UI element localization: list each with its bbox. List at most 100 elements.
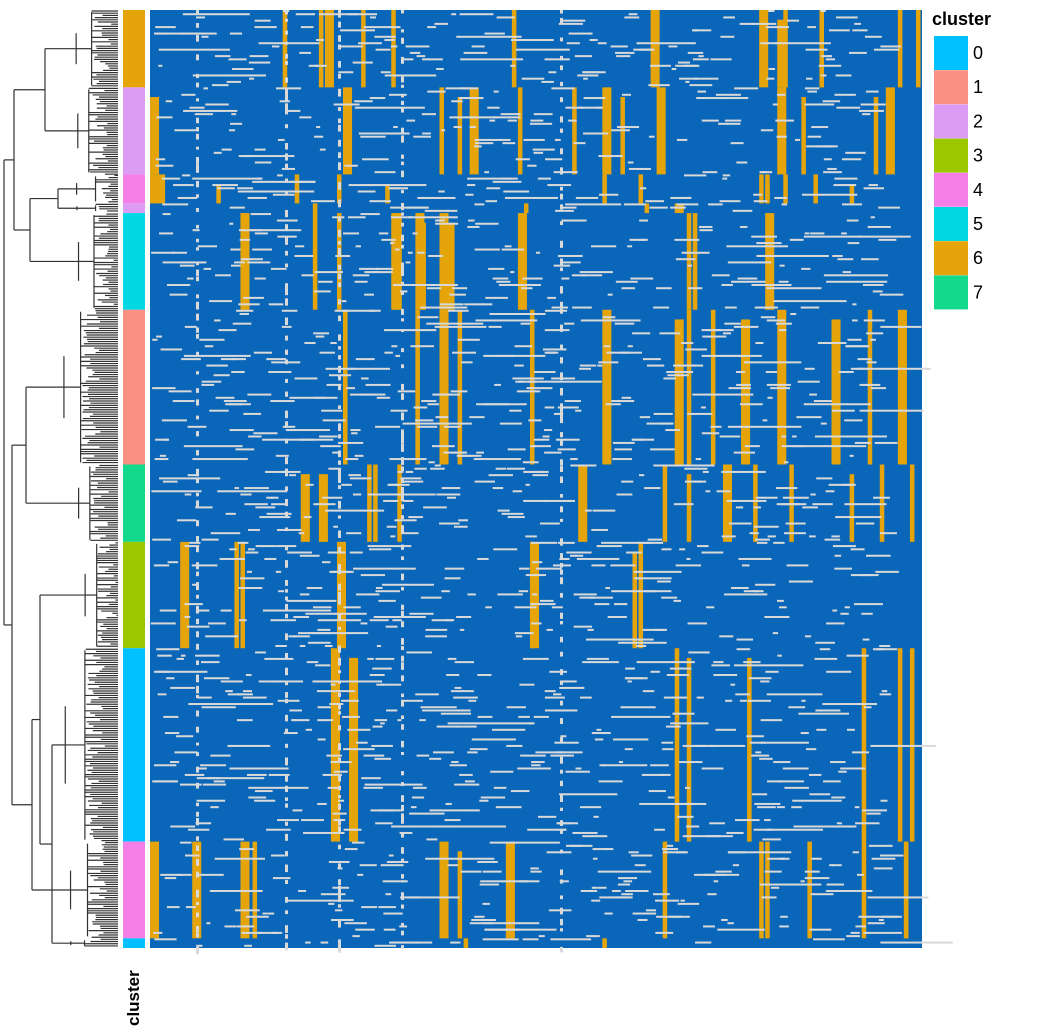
missing-cell (859, 409, 924, 412)
missing-cell (560, 267, 563, 272)
missing-cell (736, 638, 754, 641)
missing-cell (209, 409, 229, 412)
missing-cell (421, 113, 436, 116)
missing-cell (479, 883, 499, 886)
missing-cell (812, 503, 833, 506)
missing-cell (719, 435, 741, 438)
missing-cell (214, 857, 265, 860)
missing-cell (436, 68, 444, 71)
missing-cell (285, 190, 288, 195)
missing-cell (234, 487, 240, 490)
missing-cell (565, 106, 584, 109)
missing-cell (531, 622, 542, 625)
high-value-column-cell (909, 464, 915, 542)
missing-cell (666, 371, 694, 374)
missing-cell (447, 722, 473, 725)
missing-cell (373, 615, 426, 618)
missing-cell (523, 138, 545, 141)
missing-cell (568, 32, 590, 35)
missing-cell (218, 329, 237, 332)
missing-cell (201, 380, 222, 383)
missing-cell (206, 922, 211, 925)
missing-cell (842, 158, 862, 161)
missing-cell (586, 638, 654, 641)
missing-cell (533, 113, 553, 116)
missing-cell (264, 657, 294, 660)
missing-cell (826, 55, 833, 58)
missing-cell (474, 145, 482, 148)
missing-cell (749, 532, 759, 535)
missing-cell (338, 264, 341, 270)
missing-cell (325, 509, 385, 512)
missing-cell (451, 100, 463, 103)
missing-cell (369, 97, 386, 100)
missing-cell (213, 780, 225, 783)
missing-cell (623, 880, 633, 883)
missing-cell (196, 818, 199, 826)
missing-cell (243, 412, 262, 415)
missing-cell (201, 706, 236, 709)
legend-swatch-5 (934, 207, 968, 241)
missing-cell (554, 741, 579, 744)
missing-cell (702, 335, 727, 338)
missing-cell (879, 645, 891, 648)
missing-cell (518, 380, 537, 383)
missing-cell (724, 119, 742, 122)
missing-cell (880, 854, 904, 857)
missing-cell (330, 761, 352, 764)
missing-cell (495, 467, 507, 470)
missing-cell (196, 224, 199, 229)
missing-cell (559, 557, 570, 560)
missing-cell (369, 200, 391, 203)
missing-cell (530, 541, 557, 544)
missing-cell (452, 351, 477, 354)
high-value-column-cell (439, 841, 449, 939)
missing-cell (160, 348, 183, 351)
missing-cell (844, 503, 887, 506)
high-value-column-cell (885, 87, 895, 175)
missing-cell (845, 151, 866, 154)
missing-cell (677, 902, 700, 905)
missing-cell (701, 767, 724, 770)
missing-cell (394, 519, 417, 522)
missing-cell (866, 812, 881, 815)
missing-cell (386, 525, 397, 528)
missing-cell (493, 548, 518, 551)
missing-cell (441, 487, 461, 490)
missing-cell (504, 245, 512, 248)
missing-cell (295, 245, 305, 248)
missing-cell (492, 116, 498, 119)
missing-cell (188, 703, 253, 706)
missing-cell (855, 822, 880, 825)
high-value-column-cell (385, 184, 390, 204)
missing-cell (353, 493, 362, 496)
missing-cell (751, 283, 792, 286)
legend-label-2: 2 (973, 111, 983, 131)
missing-cell (583, 77, 588, 80)
missing-cell (495, 806, 522, 809)
missing-cell (639, 416, 651, 419)
missing-cell (246, 570, 252, 573)
missing-cell (514, 632, 534, 635)
missing-cell (507, 119, 517, 122)
missing-cell (369, 674, 379, 677)
missing-cell (672, 712, 695, 715)
missing-cell (285, 546, 288, 551)
missing-cell (542, 435, 550, 438)
annotation-segment-cluster-6 (123, 10, 145, 88)
missing-cell (181, 358, 199, 361)
missing-cell (568, 119, 577, 122)
missing-cell (616, 126, 640, 129)
missing-cell (157, 693, 167, 696)
missing-cell (338, 374, 341, 381)
missing-cell (560, 372, 563, 381)
missing-cell (338, 217, 341, 222)
missing-cell (348, 474, 361, 477)
missing-cell (656, 915, 682, 918)
missing-cell (338, 863, 341, 869)
missing-cell (835, 74, 852, 77)
missing-cell (753, 193, 763, 196)
missing-cell (810, 232, 825, 235)
missing-cell (276, 87, 302, 90)
missing-cell (721, 470, 766, 473)
